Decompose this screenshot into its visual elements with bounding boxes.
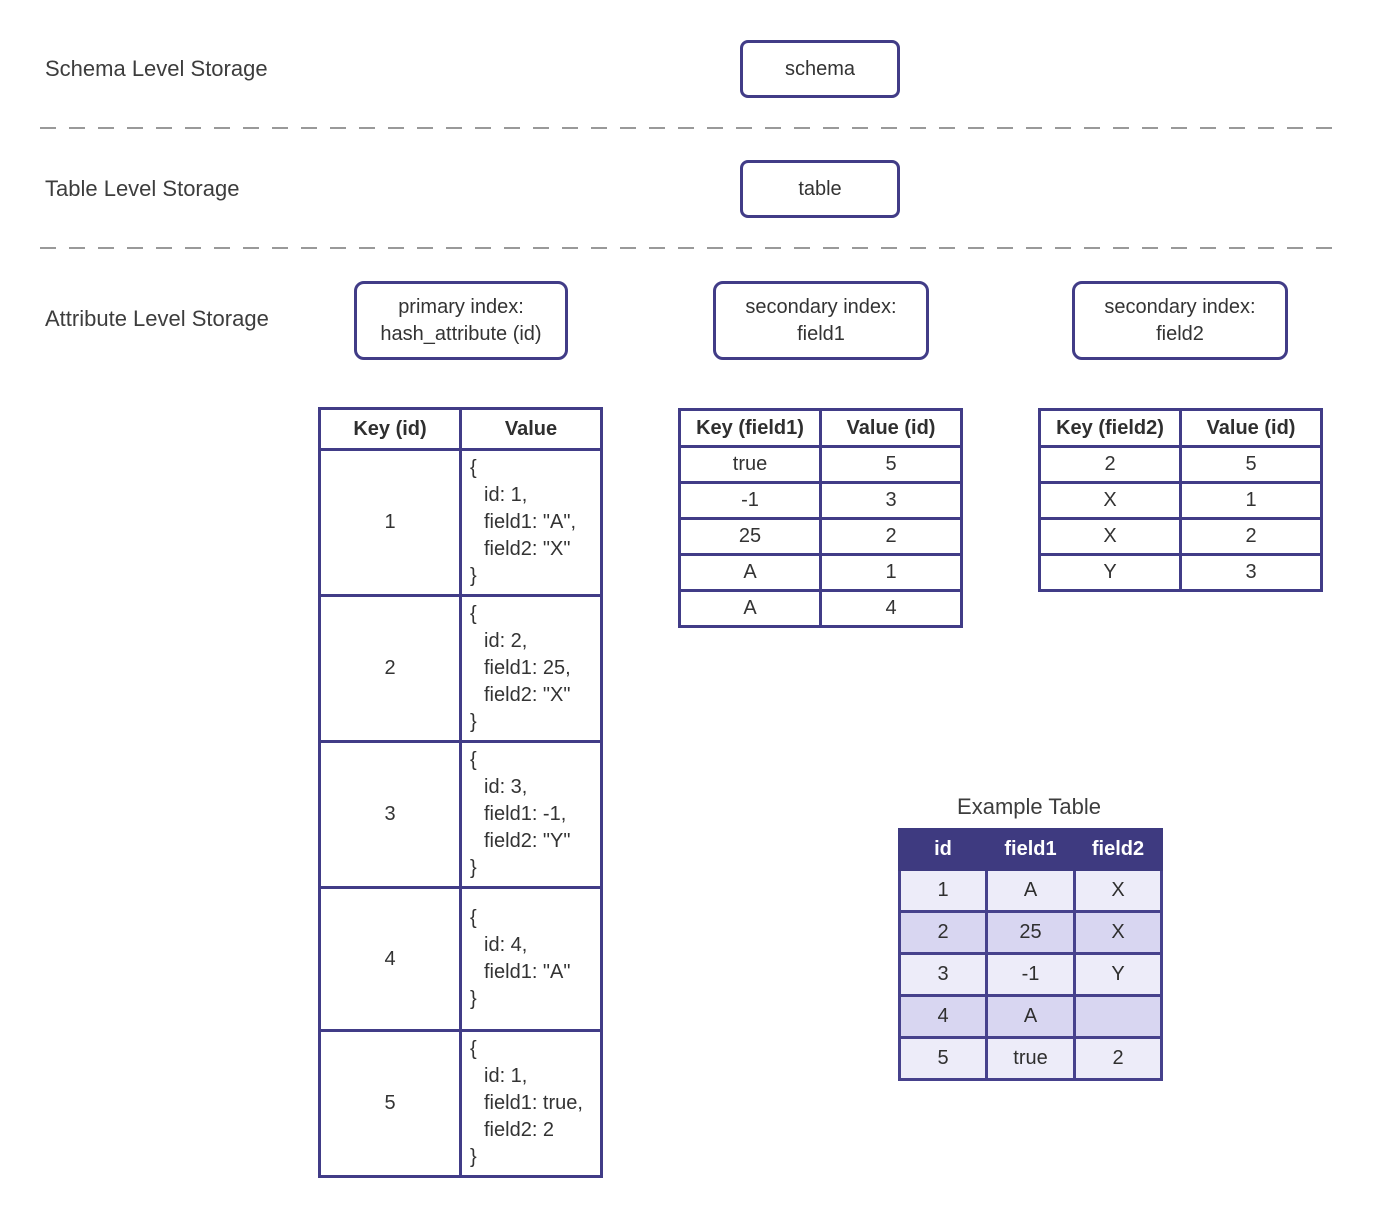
divider-table-attribute xyxy=(40,247,1340,249)
column-header: Value (id) xyxy=(819,408,963,448)
key-cell: A xyxy=(678,553,822,592)
secondary-index-field1-line2: field1 xyxy=(797,322,845,345)
secondary-index-field2-line2: field2 xyxy=(1156,322,1204,345)
cell-id: 4 xyxy=(898,994,988,1039)
cell-field1: -1 xyxy=(985,952,1076,997)
value-cell: 4 xyxy=(819,589,963,628)
column-header: field1 xyxy=(985,828,1076,871)
field2-index-table: Key (field2) Value (id) 2 5 X 1 X 2 Y 3 xyxy=(1038,408,1323,592)
divider-schema-table xyxy=(40,127,1340,129)
schema-node: schema xyxy=(740,40,900,98)
key-cell: -1 xyxy=(678,481,822,520)
key-cell: Y xyxy=(1038,553,1182,592)
table-row: 4 A xyxy=(898,994,1163,1039)
table-row: 3 { id: 3, field1: -1, field2: "Y" } xyxy=(318,740,603,889)
table-row: -1 3 xyxy=(678,481,963,520)
primary-index-node: primary index: hash_attribute (id) xyxy=(354,281,568,360)
value-cell: 5 xyxy=(1179,445,1323,484)
primary-index-table: Key (id) Value 1 { id: 1, field1: "A", f… xyxy=(318,407,603,1178)
cell-id: 1 xyxy=(898,868,988,913)
table-header-row: id field1 field2 xyxy=(898,828,1163,871)
example-table: id field1 field2 1 A X 2 25 X 3 -1 Y 4 A… xyxy=(898,828,1163,1081)
column-header: Value (id) xyxy=(1179,408,1323,448)
cell-field2 xyxy=(1073,994,1163,1039)
value-cell: { id: 2, field1: 25, field2: "X" } xyxy=(459,594,603,743)
primary-index-line1: primary index: xyxy=(398,295,524,318)
table-header-row: Key (field1) Value (id) xyxy=(678,408,963,448)
key-cell: X xyxy=(1038,517,1182,556)
secondary-index-field1-node: secondary index: field1 xyxy=(713,281,929,360)
key-cell: 5 xyxy=(318,1029,462,1178)
value-cell: 2 xyxy=(819,517,963,556)
table-level-label: Table Level Storage xyxy=(45,176,240,201)
table-row: A 1 xyxy=(678,553,963,592)
schema-node-label: schema xyxy=(784,57,856,80)
value-cell: { id: 4, field1: "A" } xyxy=(459,886,603,1032)
cell-field2: 2 xyxy=(1073,1036,1163,1081)
column-header: Key (field2) xyxy=(1038,408,1182,448)
cell-field1: A xyxy=(985,868,1076,913)
key-cell: 2 xyxy=(318,594,462,743)
example-table-title: Example Table xyxy=(957,794,1101,819)
table-row: 5 { id: 1, field1: true, field2: 2 } xyxy=(318,1029,603,1178)
key-cell: 3 xyxy=(318,740,462,889)
secondary-index-field1-line1: secondary index: xyxy=(745,295,897,318)
key-cell: true xyxy=(678,445,822,484)
table-row: X 1 xyxy=(1038,481,1323,520)
table-node-label: table xyxy=(798,177,842,200)
cell-field2: Y xyxy=(1073,952,1163,997)
table-row: 2 25 X xyxy=(898,910,1163,955)
table-row: 4 { id: 4, field1: "A" } xyxy=(318,886,603,1032)
secondary-index-field2-node: secondary index: field2 xyxy=(1072,281,1288,360)
schema-level-label: Schema Level Storage xyxy=(45,56,268,81)
key-cell: 25 xyxy=(678,517,822,556)
cell-id: 2 xyxy=(898,910,988,955)
column-header: Value xyxy=(459,407,603,451)
value-cell: 5 xyxy=(819,445,963,484)
cell-field1: A xyxy=(985,994,1076,1039)
table-row: 1 { id: 1, field1: "A", field2: "X" } xyxy=(318,448,603,597)
table-node: table xyxy=(740,160,900,218)
table-row: 2 { id: 2, field1: 25, field2: "X" } xyxy=(318,594,603,743)
value-cell: 1 xyxy=(819,553,963,592)
table-row: A 4 xyxy=(678,589,963,628)
key-cell: 2 xyxy=(1038,445,1182,484)
table-row: 1 A X xyxy=(898,868,1163,913)
value-cell: 3 xyxy=(819,481,963,520)
column-header: Key (id) xyxy=(318,407,462,451)
column-header: id xyxy=(898,828,988,871)
key-cell: 4 xyxy=(318,886,462,1032)
table-header-row: Key (id) Value xyxy=(318,407,603,451)
table-header-row: Key (field2) Value (id) xyxy=(1038,408,1323,448)
value-cell: { id: 1, field1: "A", field2: "X" } xyxy=(459,448,603,597)
value-cell: 2 xyxy=(1179,517,1323,556)
table-row: Y 3 xyxy=(1038,553,1323,592)
table-row: true 5 xyxy=(678,445,963,484)
table-row: 3 -1 Y xyxy=(898,952,1163,997)
key-cell: 1 xyxy=(318,448,462,597)
value-cell: { id: 3, field1: -1, field2: "Y" } xyxy=(459,740,603,889)
value-cell: { id: 1, field1: true, field2: 2 } xyxy=(459,1029,603,1178)
cell-field1: true xyxy=(985,1036,1076,1081)
attribute-level-label: Attribute Level Storage xyxy=(45,306,269,331)
cell-id: 5 xyxy=(898,1036,988,1081)
secondary-index-field2-line1: secondary index: xyxy=(1104,295,1256,318)
cell-field2: X xyxy=(1073,868,1163,913)
value-cell: 3 xyxy=(1179,553,1323,592)
table-row: 5 true 2 xyxy=(898,1036,1163,1081)
field1-index-table: Key (field1) Value (id) true 5 -1 3 25 2… xyxy=(678,408,963,628)
cell-field1: 25 xyxy=(985,910,1076,955)
table-row: X 2 xyxy=(1038,517,1323,556)
cell-field2: X xyxy=(1073,910,1163,955)
table-row: 2 5 xyxy=(1038,445,1323,484)
column-header: Key (field1) xyxy=(678,408,822,448)
cell-id: 3 xyxy=(898,952,988,997)
table-row: 25 2 xyxy=(678,517,963,556)
primary-index-line2: hash_attribute (id) xyxy=(380,322,542,345)
column-header: field2 xyxy=(1073,828,1163,871)
value-cell: 1 xyxy=(1179,481,1323,520)
key-cell: A xyxy=(678,589,822,628)
key-cell: X xyxy=(1038,481,1182,520)
